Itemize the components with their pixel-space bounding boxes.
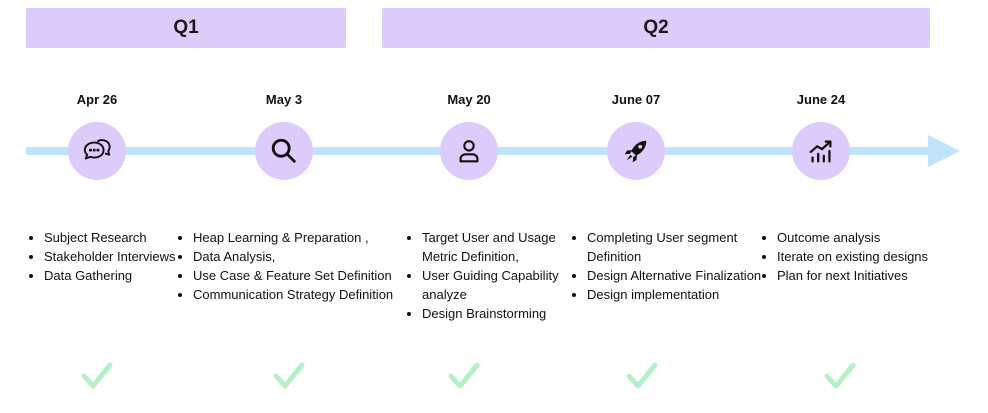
- milestone-date: May 3: [265, 92, 303, 107]
- user-icon: [459, 140, 479, 163]
- list-item: Use Case & Feature Set Definition: [193, 266, 408, 285]
- check-icon: [626, 362, 658, 389]
- check-icon: [824, 362, 856, 389]
- list-item: Data Analysis,: [193, 247, 408, 266]
- milestone-date: May 20: [447, 92, 491, 107]
- quarter-q2-banner: Q2: [382, 8, 930, 48]
- milestone-icon-circle: [607, 122, 665, 180]
- list-item: Iterate on existing designs: [777, 247, 932, 266]
- list-item: Design Brainstorming: [422, 304, 582, 323]
- chat-bubbles-icon: [83, 139, 111, 160]
- check-icon: [81, 362, 113, 389]
- list-item: User Guiding Capability analyze: [422, 266, 582, 304]
- milestone-3-task-list: Target User and Usage Metric Definition,…: [408, 228, 582, 323]
- milestone-icon-circle: [255, 122, 313, 180]
- milestone-icon-circle: [68, 122, 126, 180]
- list-item: Design implementation: [587, 285, 762, 304]
- milestone-date: June 07: [611, 92, 661, 107]
- list-item: Subject Research: [44, 228, 184, 247]
- timeline-arrow-head: [928, 135, 960, 167]
- list-item: Stakeholder Interviews: [44, 247, 184, 266]
- list-item: Plan for next Initiatives: [777, 266, 932, 285]
- list-item: Outcome analysis: [777, 228, 932, 247]
- quarter-q1-banner: Q1: [26, 8, 346, 48]
- milestone-date: Apr 26: [76, 92, 118, 107]
- check-icon: [273, 362, 305, 389]
- growth-chart-icon: [809, 140, 832, 163]
- milestone-icon-circle: [792, 122, 850, 180]
- quarter-q2-label: Q2: [643, 17, 669, 38]
- rocket-icon: [624, 140, 647, 163]
- milestone-icon-circle: [440, 122, 498, 180]
- list-item: Target User and Usage Metric Definition,: [422, 228, 582, 266]
- list-item: Communication Strategy Definition: [193, 285, 408, 304]
- milestone-4-task-list: Completing User segment Definition Desig…: [573, 228, 762, 304]
- milestone-date: June 24: [796, 92, 846, 107]
- list-item: Completing User segment Definition: [587, 228, 762, 266]
- milestone-1-task-list: Subject Research Stakeholder Interviews …: [30, 228, 184, 285]
- search-icon: [271, 138, 296, 163]
- list-item: Data Gathering: [44, 266, 184, 285]
- list-item: Design Alternative Finalization: [587, 266, 762, 285]
- quarter-q1-label: Q1: [173, 17, 199, 38]
- check-icon: [448, 362, 480, 389]
- milestone-2-task-list: Heap Learning & Preparation , Data Analy…: [179, 228, 408, 304]
- milestone-5-task-list: Outcome analysis Iterate on existing des…: [763, 228, 932, 285]
- list-item: Heap Learning & Preparation ,: [193, 228, 408, 247]
